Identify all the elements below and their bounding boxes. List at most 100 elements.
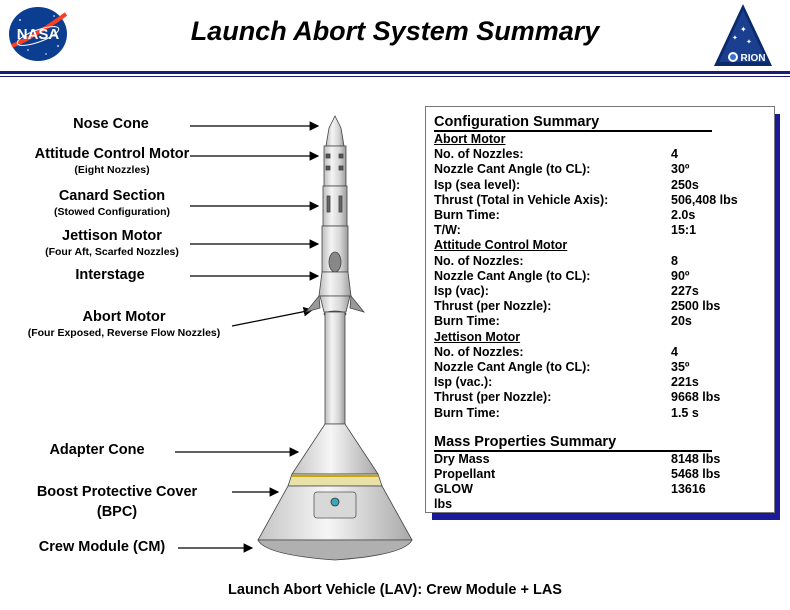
caption: Launch Abort Vehicle (LAV): Crew Module … <box>228 582 562 598</box>
spec-row: Nozzle Cant Angle (to CL): 90º <box>434 269 770 284</box>
label-abort-motor-main: Abort Motor <box>82 309 166 325</box>
spec-key: Isp (sea level): <box>434 177 521 192</box>
label-jettison-motor-main: Jettison Motor <box>62 228 162 244</box>
spec-key: No. of Nozzles: <box>434 344 524 359</box>
orion-logo: ✦ ✦ ✦ RION <box>714 4 772 66</box>
nasa-logo-text: NASA <box>17 26 60 43</box>
spec-value: 227s <box>671 284 699 299</box>
mass-value: 13616 <box>671 482 706 497</box>
spec-value: 8 <box>671 253 678 268</box>
title-rule-thin <box>0 76 790 77</box>
mass-key: Dry Mass <box>434 451 490 466</box>
spec-row: T/W: 15:1 <box>434 223 770 238</box>
spec-value: 9668 lbs <box>671 390 721 405</box>
spec-key: No. of Nozzles: <box>434 147 524 162</box>
spec-key: No. of Nozzles: <box>434 253 524 268</box>
orion-logo-text: RION <box>741 53 766 64</box>
mass-value <box>671 497 770 512</box>
label-canard-section-sub: (Stowed Configuration) <box>53 206 171 218</box>
mass-row: GLOW 13616 <box>434 482 770 497</box>
spec-key: Nozzle Cant Angle (to CL): <box>434 162 591 177</box>
nasa-logo: NASA <box>9 7 68 61</box>
spec-row: Isp (vac): 227s <box>434 284 770 299</box>
spec-value: 1.5 s <box>671 405 699 420</box>
spec-row: Thrust (per Nozzle): 9668 lbs <box>434 390 770 405</box>
spec-row: No. of Nozzles: 4 <box>434 345 770 360</box>
spec-value: 4 <box>671 344 678 359</box>
label-interstage-main: Interstage <box>75 267 145 283</box>
config-summary-title: Configuration Summary <box>434 114 712 132</box>
spec-row: Burn Time: 20s <box>434 314 770 329</box>
spec-row: Nozzle Cant Angle (to CL): 35º <box>434 360 770 375</box>
spec-key: Isp (vac): <box>434 284 489 299</box>
mass-row: Propellant 5468 lbs <box>434 467 770 482</box>
acm-title: Attitude Control Motor <box>434 238 568 253</box>
label-abort-motor: Abort Motor (Four Exposed, Reverse Flow … <box>4 309 244 340</box>
spec-key: Burn Time: <box>434 405 500 420</box>
mass-row: Dry Mass 8148 lbs <box>434 452 770 467</box>
label-nose-cone: Nose Cone <box>36 116 186 133</box>
launch-abort-vehicle <box>257 115 413 561</box>
mass-key: lbs <box>434 497 453 512</box>
summary-box <box>425 106 775 513</box>
spec-row: Thrust (per Nozzle): 2500 lbs <box>434 299 770 314</box>
spec-value: 221s <box>671 375 699 390</box>
title-rule <box>0 71 790 74</box>
spec-row: No. of Nozzles: 4 <box>434 147 770 162</box>
mass-value: 8148 lbs <box>671 451 721 466</box>
label-interstage: Interstage <box>30 267 190 284</box>
spec-key: Burn Time: <box>434 314 500 329</box>
spec-row: Burn Time: 1.5 s <box>434 406 770 421</box>
mass-value: 5468 lbs <box>671 467 721 482</box>
spec-value: 250s <box>671 177 699 192</box>
mass-key: Propellant <box>434 467 496 482</box>
label-attitude-control-motor: Attitude Control Motor (Eight Nozzles) <box>12 146 212 177</box>
spec-value: 15:1 <box>671 223 697 238</box>
label-abort-motor-sub: (Four Exposed, Reverse Flow Nozzles) <box>27 327 221 339</box>
spec-row: Nozzle Cant Angle (to CL): 30º <box>434 162 770 177</box>
spec-value: 20s <box>671 314 692 329</box>
spec-value: 2.0s <box>671 208 696 223</box>
label-boost-protective-cover-sub: (BPC) <box>96 504 138 520</box>
page-title: Launch Abort System Summary <box>190 16 600 46</box>
spec-value: 2500 lbs <box>671 299 721 314</box>
jettison-motor-title: Jettison Motor <box>434 329 521 344</box>
spec-value: 35º <box>671 360 690 375</box>
spec-row: Thrust (Total in Vehicle Axis): 506,408 l… <box>434 193 770 208</box>
label-nose-cone-main: Nose Cone <box>73 116 149 132</box>
spec-key: Burn Time: <box>434 208 500 223</box>
spec-key: Nozzle Cant Angle (to CL): <box>434 268 591 283</box>
label-canard-section-main: Canard Section <box>58 188 166 204</box>
label-attitude-control-motor-sub: (Eight Nozzles) <box>74 164 150 176</box>
label-jettison-motor: Jettison Motor (Four Aft, Scarfed Nozzle… <box>12 228 212 259</box>
spec-key: T/W: <box>434 223 461 238</box>
spec-row: Isp (sea level): 250s <box>434 178 770 193</box>
spec-key: Thrust (Total in Vehicle Axis): <box>434 192 609 207</box>
svg-text:✦: ✦ <box>732 34 738 42</box>
spec-key: Thrust (per Nozzle): <box>434 299 552 314</box>
configuration-summary: Configuration Summary Abort Motor No. of… <box>434 113 770 513</box>
mass-summary-title: Mass Properties Summary <box>434 434 712 452</box>
spec-key: Thrust (per Nozzle): <box>434 390 552 405</box>
spec-value: 90º <box>671 268 690 283</box>
label-crew-module: Crew Module (CM) <box>22 539 182 556</box>
abort-motor-title: Abort Motor <box>434 132 506 146</box>
mass-row: lbs <box>434 497 770 512</box>
spec-row: No. of Nozzles: 8 <box>434 254 770 269</box>
label-crew-module-main: Crew Module (CM) <box>38 539 166 555</box>
spec-value: 4 <box>671 147 678 162</box>
spec-value: 30º <box>671 162 690 177</box>
svg-text:✦: ✦ <box>746 38 752 46</box>
leader-arrows <box>175 121 320 553</box>
spec-value: 506,408 lbs <box>671 192 738 207</box>
label-canard-section: Canard Section (Stowed Configuration) <box>22 188 202 219</box>
svg-text:✦: ✦ <box>740 25 747 34</box>
spec-key: Nozzle Cant Angle (to CL): <box>434 360 591 375</box>
spec-row: Isp (vac.):221s <box>434 375 770 390</box>
label-adapter-cone-main: Adapter Cone <box>49 442 145 458</box>
spec-row: Burn Time: 2.0s <box>434 208 770 223</box>
label-jettison-motor-sub: (Four Aft, Scarfed Nozzles) <box>45 246 179 258</box>
label-boost-protective-cover-main: Boost Protective Cover <box>36 484 198 500</box>
mass-key: GLOW <box>434 482 473 497</box>
